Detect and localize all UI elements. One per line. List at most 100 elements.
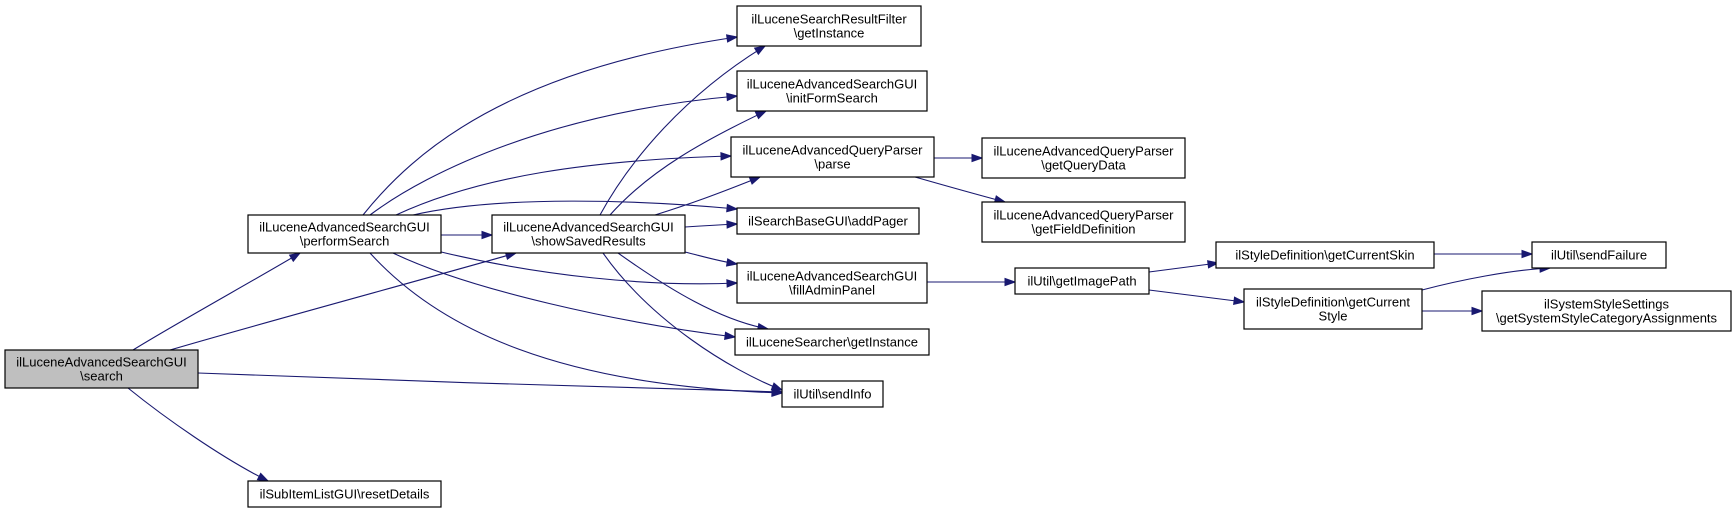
arrowhead-icon — [1521, 249, 1534, 259]
node-box — [1531, 241, 1667, 269]
edge-parse-to-getFieldDefinition — [914, 176, 1007, 204]
edge-showSavedResults-to-sendInfo — [602, 252, 784, 391]
node-label: \fillAdminPanel — [789, 283, 875, 298]
edge-line — [609, 110, 767, 216]
node-search[interactable]: ilLuceneAdvancedSearchGUI\search — [4, 349, 199, 389]
node-label: \getFieldDefinition — [1031, 222, 1135, 237]
arrowhead-icon — [726, 92, 739, 102]
arrowhead-icon — [481, 230, 494, 240]
edge-line — [654, 176, 761, 216]
arrowhead-icon — [770, 382, 784, 391]
node-label: ilUtil\sendInfo — [793, 387, 871, 402]
node-filterGetInstance[interactable]: ilLuceneSearchResultFilter\getInstance — [736, 5, 922, 47]
arrowhead-icon — [725, 258, 739, 267]
node-box — [981, 137, 1186, 179]
node-box — [247, 480, 442, 508]
node-label: ilSystemStyleSettings — [1544, 297, 1669, 312]
edge-getCurrentSkin-to-sendFailure — [1434, 249, 1534, 259]
edge-showSavedResults-to-fillAdminPanel — [684, 251, 739, 267]
node-label: Style — [1319, 309, 1348, 324]
arrowhead-icon — [720, 151, 733, 161]
node-box — [730, 136, 935, 178]
node-sendInfo[interactable]: ilUtil\sendInfo — [781, 380, 884, 408]
node-sendFailure[interactable]: ilUtil\sendFailure — [1531, 241, 1667, 269]
edge-search-to-showSavedResults — [169, 251, 518, 351]
node-box — [981, 201, 1186, 243]
edge-line — [436, 250, 738, 285]
arrowhead-icon — [1471, 306, 1484, 316]
node-label: ilLuceneAdvancedSearchGUI — [747, 269, 918, 284]
edge-performSearch-to-fillAdminPanel — [436, 250, 739, 288]
node-label: ilSearchBaseGUI\addPager — [748, 214, 908, 229]
edge-line — [395, 155, 732, 216]
node-getImagePath[interactable]: ilUtil\getImagePath — [1014, 267, 1150, 295]
node-getQueryData[interactable]: ilLuceneAdvancedQueryParser\getQueryData — [981, 137, 1186, 179]
node-box — [781, 380, 884, 408]
node-getFieldDefinition[interactable]: ilLuceneAdvancedQueryParser\getFieldDefi… — [981, 201, 1186, 243]
node-label: ilSubItemListGUI\resetDetails — [260, 487, 430, 502]
arrowhead-icon — [724, 331, 737, 341]
node-performSearch[interactable]: ilLuceneAdvancedSearchGUI\performSearch — [247, 214, 442, 254]
node-box — [734, 328, 930, 356]
node-parse[interactable]: ilLuceneAdvancedQueryParser\parse — [730, 136, 935, 178]
edge-parse-to-getQueryData — [933, 153, 984, 163]
edge-line — [617, 252, 769, 330]
node-label: ilLuceneAdvancedQueryParser — [743, 143, 924, 158]
node-label: ilLuceneAdvancedSearchGUI — [259, 220, 430, 235]
arrowhead-icon — [726, 220, 739, 229]
edge-line — [412, 200, 738, 216]
node-label: ilStyleDefinition\getCurrentSkin — [1235, 248, 1414, 263]
node-initFormSearch[interactable]: ilLuceneAdvancedSearchGUI\initFormSearch — [736, 70, 928, 112]
node-label: \getInstance — [794, 26, 865, 41]
arrowhead-icon — [256, 472, 270, 482]
edge-line — [1421, 267, 1551, 291]
node-label: \performSearch — [300, 234, 390, 249]
arrowhead-icon — [725, 34, 739, 43]
edge-getCurrentStyle-to-systemStyle — [1422, 306, 1484, 316]
node-box — [247, 214, 442, 254]
node-showSavedResults[interactable]: ilLuceneAdvancedSearchGUI\showSavedResul… — [491, 214, 686, 254]
arrowhead-icon — [971, 153, 984, 163]
arrowhead-icon — [288, 252, 302, 263]
node-searcherGetInstance[interactable]: ilLuceneSearcher\getInstance — [734, 328, 930, 356]
edge-line — [169, 252, 517, 351]
node-label: ilLuceneSearchResultFilter — [751, 12, 907, 27]
node-label: ilUtil\getImagePath — [1027, 274, 1136, 289]
edge-line — [1148, 289, 1245, 303]
node-box — [1243, 288, 1423, 330]
edge-getCurrentStyle-to-sendFailure — [1421, 264, 1552, 291]
node-systemStyle[interactable]: ilSystemStyleSettings\getSystemStyleCate… — [1481, 290, 1732, 332]
edge-performSearch-to-parse — [395, 151, 733, 216]
edge-showSavedResults-to-addPager — [684, 220, 739, 229]
node-label: ilLuceneAdvancedSearchGUI — [16, 355, 187, 370]
arrowhead-icon — [726, 203, 739, 213]
node-getCurrentSkin[interactable]: ilStyleDefinition\getCurrentSkin — [1215, 241, 1435, 269]
edge-line — [197, 372, 783, 393]
edge-line — [132, 252, 301, 351]
arrowhead-icon — [748, 176, 762, 185]
edge-performSearch-to-initFormSearch — [369, 92, 739, 216]
node-layer: ilLuceneAdvancedSearchGUI\searchilLucene… — [4, 5, 1732, 508]
node-box — [736, 5, 922, 47]
node-addPager[interactable]: ilSearchBaseGUI\addPager — [736, 207, 920, 235]
node-label: ilLuceneAdvancedQueryParser — [994, 208, 1175, 223]
arrowhead-icon — [771, 388, 784, 397]
edge-line — [369, 95, 738, 216]
node-resetDetails[interactable]: ilSubItemListGUI\resetDetails — [247, 480, 442, 508]
node-label: \parse — [814, 157, 850, 172]
edge-line — [602, 252, 783, 391]
node-fillAdminPanel[interactable]: ilLuceneAdvancedSearchGUI\fillAdminPanel — [736, 262, 928, 304]
node-box — [4, 349, 199, 389]
edge-getImagePath-to-getCurrentSkin — [1148, 260, 1220, 273]
edge-line — [362, 36, 738, 216]
node-label: \getQueryData — [1041, 158, 1126, 173]
edge-layer — [127, 34, 1552, 482]
edge-line — [914, 176, 1006, 203]
edge-showSavedResults-to-filterGetInstance — [599, 45, 767, 216]
node-box — [736, 70, 928, 112]
edge-search-to-resetDetails — [127, 387, 270, 482]
node-box — [491, 214, 686, 254]
edge-performSearch-to-searcherGetInstance — [392, 252, 737, 341]
